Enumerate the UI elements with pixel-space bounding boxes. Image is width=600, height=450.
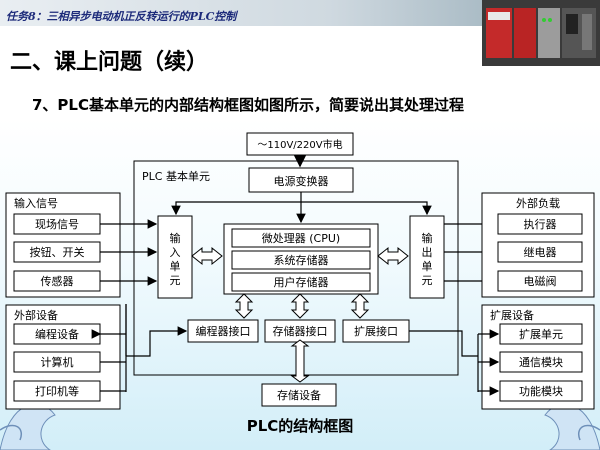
storage-device-box bbox=[261, 383, 337, 407]
output-unit-char-4: 元 bbox=[422, 274, 433, 287]
power-converter-label: 电源变换器 bbox=[274, 174, 329, 188]
input-item-label: 传感器 bbox=[41, 275, 74, 288]
output-item-actuator bbox=[497, 213, 583, 235]
expansion-interface-label: 扩展接口 bbox=[354, 324, 398, 338]
power-line-output bbox=[301, 201, 432, 216]
external-group-title: 外部设备 bbox=[14, 308, 58, 322]
header-title: 任务8：三相异步电动机正反转运行的PLC控制 bbox=[6, 10, 237, 23]
expansion-item-label: 通信模块 bbox=[519, 356, 563, 369]
system-memory-label: 系统存储器 bbox=[274, 253, 329, 267]
external-item-label: 编程设备 bbox=[35, 327, 79, 341]
memory-interface-label: 存储器接口 bbox=[273, 324, 328, 338]
system-memory-box bbox=[231, 250, 371, 270]
diagram-caption: PLC的结构框图 bbox=[246, 417, 354, 435]
output-group-title: 外部负载 bbox=[516, 196, 560, 210]
memory-storage-arrow bbox=[290, 339, 310, 383]
external-item-label: 打印机等 bbox=[35, 384, 79, 398]
cpu-box bbox=[231, 228, 371, 248]
output-unit-box bbox=[409, 215, 445, 299]
plc-unit-label: PLC 基本单元 bbox=[142, 169, 210, 183]
output-unit-char-1: 输 bbox=[422, 231, 433, 245]
input-item-label: 按钮、开关 bbox=[30, 245, 85, 259]
question-text: 7、PLC基本单元的内部结构框图如图所示，简要说出其处理过程 bbox=[32, 96, 464, 114]
output-item-label: 执行器 bbox=[524, 217, 557, 231]
input-unit-char-4: 元 bbox=[170, 274, 181, 287]
input-unit-char-2: 入 bbox=[170, 246, 181, 259]
input-unit-char-1: 输 bbox=[170, 231, 181, 245]
output-unit-char-3: 单 bbox=[422, 260, 433, 273]
user-memory-box bbox=[231, 272, 371, 292]
input-unit-char-3: 单 bbox=[170, 260, 181, 273]
output-item-label: 电磁阀 bbox=[524, 274, 557, 288]
output-item-label: 继电器 bbox=[524, 246, 557, 259]
storage-device-label: 存储设备 bbox=[277, 388, 321, 402]
plc-hardware-image bbox=[482, 0, 600, 66]
output-unit-char-2: 出 bbox=[422, 245, 433, 259]
expansion-item-unit bbox=[499, 323, 583, 345]
input-item-label: 现场信号 bbox=[35, 217, 79, 231]
input-cpu-bus-arrow bbox=[191, 246, 223, 266]
cpu-label: 微处理器 (CPU) bbox=[262, 231, 340, 245]
input-unit-box bbox=[157, 215, 193, 299]
power-source-label: ～110V/220V市电 bbox=[257, 138, 342, 151]
expansion-item-function bbox=[499, 380, 583, 402]
power-line-input bbox=[171, 192, 302, 216]
external-item-label: 计算机 bbox=[41, 355, 74, 369]
input-group-title: 输入信号 bbox=[14, 196, 58, 210]
output-item-solenoid bbox=[497, 270, 583, 292]
expansion-group-title: 扩展设备 bbox=[490, 308, 534, 322]
corner-ornament-left bbox=[0, 403, 56, 450]
expansion-item-label: 扩展单元 bbox=[519, 327, 563, 341]
cpu-memory-arrow bbox=[290, 293, 310, 319]
cpu-output-bus-arrow bbox=[377, 246, 409, 266]
cpu-expansion-arrow bbox=[350, 293, 370, 319]
programmer-interface-box bbox=[187, 319, 259, 343]
output-item-relay bbox=[497, 241, 583, 263]
expansion-item-label: 功能模块 bbox=[519, 384, 563, 398]
cpu-programmer-arrow bbox=[234, 293, 254, 319]
section-title: 二、课上问题（续） bbox=[10, 50, 209, 75]
user-memory-label: 用户存储器 bbox=[274, 275, 329, 289]
programmer-interface-label: 编程器接口 bbox=[196, 324, 251, 338]
corner-ornament-right bbox=[544, 403, 600, 450]
power-converter-box bbox=[248, 167, 354, 193]
expansion-item-comm bbox=[499, 351, 583, 373]
